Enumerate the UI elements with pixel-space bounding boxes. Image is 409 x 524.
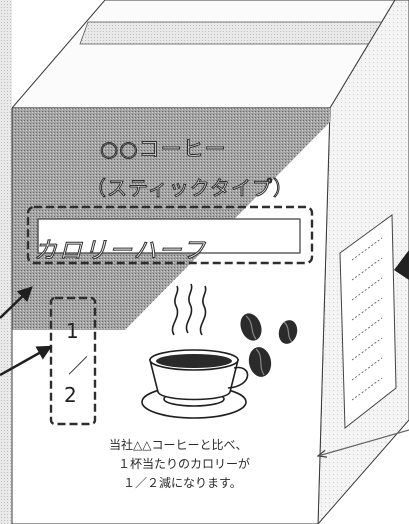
description-line: 当社△△コーヒーと比べ、 [109,438,248,452]
product-title: ○○コーヒー [100,137,227,162]
fraction-bar: ／ [68,354,88,378]
description-line: １／２減になります。 [123,476,242,490]
fraction-numerator: 1 [66,319,79,343]
description-line: １杯当たりのカロリーが [118,457,251,471]
description-arrow [318,429,409,456]
package-side [317,0,409,524]
calorie-half-label: カロリーハーフ [33,238,208,265]
coffee-cup-icon [141,283,249,419]
left-arrows [0,286,53,377]
fraction-frame [49,296,97,426]
fraction-denominator: 2 [64,383,77,407]
coffee-beans-icon [240,313,298,377]
half-label-frame [26,205,314,265]
package-top [10,0,396,109]
product-subtitle: （スティックタイプ） [86,176,294,201]
